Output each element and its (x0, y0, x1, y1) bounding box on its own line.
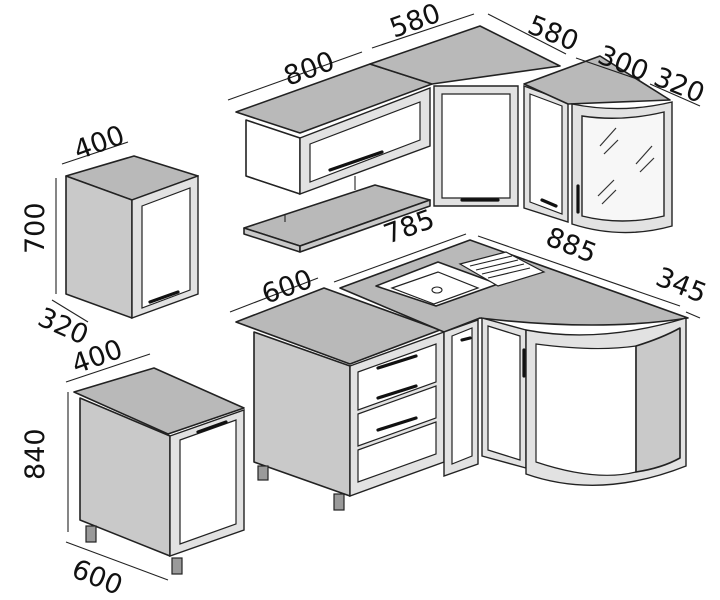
dim-floor-unit-height: 840 (20, 428, 51, 480)
wall-cabinet-400 (65, 155, 199, 319)
dim-tall-unit-height: 700 (20, 202, 51, 254)
wall-cabinet-800 (235, 63, 433, 196)
drawer-front-1 (357, 343, 437, 411)
base-cabinet-400 (73, 367, 245, 575)
glass-corner-wall-cabinet (523, 55, 673, 234)
dim-end-wall-unit-depth: 320 (649, 62, 708, 110)
dimension-lines (51, 13, 701, 581)
wall-shelf (243, 176, 431, 253)
sink-bowl (390, 271, 480, 305)
base-drawer-unit-600 (235, 287, 445, 511)
dim-floor-unit-depth: 600 (67, 554, 126, 600)
dim-tall-unit-depth: 320 (33, 302, 93, 351)
corner-wall-cabinet (369, 25, 561, 207)
corner-sink-unit (339, 239, 689, 477)
dim-corner-wall-side-a: 580 (386, 0, 445, 45)
end-wall-cabinet (523, 85, 569, 223)
curved-end-base-unit (525, 317, 687, 486)
drawer-front-3 (357, 421, 437, 483)
dim-end-base-depth: 345 (651, 262, 710, 310)
dim-corner-wall-side-b: 580 (523, 10, 582, 58)
